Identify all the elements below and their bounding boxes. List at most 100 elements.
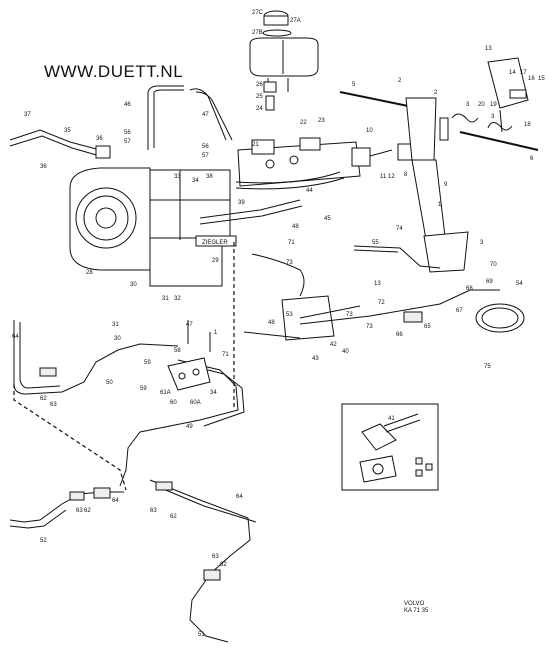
push-rod-linkage [9,129,111,159]
callout-number: 60A [190,400,201,406]
callout-number: 44 [306,188,313,194]
callout-number: 14 [509,70,516,76]
callout-number: 13 [485,46,492,52]
callout-number: 75 [484,364,491,370]
callout-number: 36 [96,136,103,142]
callout-number: 62 [84,508,91,514]
ziegler-nameplate: ZIEGLER [202,240,228,246]
callout-number: 47 [186,322,193,328]
callout-number: 5 [352,82,356,88]
callout-number: 63 [150,508,157,514]
callout-number: 29 [212,258,219,264]
callout-number: 34 [210,390,217,396]
callout-number: 41 [388,416,395,422]
callout-number: 58 [174,348,181,354]
callout-number: 73 [366,324,373,330]
watermark-text: WWW.DUETT.NL [44,62,184,81]
callout-number: 3 [466,102,470,108]
clutch-pedal-assembly [339,57,539,273]
callout-number: 23 [318,118,325,124]
callout-number: 27C [252,10,264,16]
callout-number: 3 [491,114,495,120]
callout-number: 33 [174,174,181,180]
callout-number: 64 [12,334,19,340]
callout-number: 34 [192,178,199,184]
callout-number: 56 [124,130,131,136]
callout-number: 24 [256,106,263,112]
callout-number: 27B [252,30,263,36]
callout-number: 38 [206,174,213,180]
callout-number: 52 [40,538,47,544]
callout-number: 51 [198,632,205,638]
callout-number: 31 [162,296,169,302]
callout-number: 70 [490,262,497,268]
callout-number: 12 [388,174,395,180]
callout-number: 3 [480,240,484,246]
callout-number: 30 [114,336,121,342]
callout-number: 1 [214,330,218,336]
callout-number: 26 [256,82,263,88]
callout-number: 64 [112,498,119,504]
callout-number: 46 [124,102,131,108]
dashed-grouping-line [13,242,235,491]
callout-number: 37 [24,112,31,118]
callout-number: 27A [290,18,301,24]
callout-number: 69 [486,279,493,285]
callout-number: 30 [130,282,137,288]
callout-number: 18 [524,122,531,128]
callout-number: 57 [124,139,131,145]
callout-number: 17 [520,70,527,76]
callout-number: 73 [286,260,293,266]
callout-number: 36 [40,164,47,170]
callout-number: 48 [268,320,275,326]
diagram-stamp: VOLVO KA 71 35 [404,601,428,615]
callout-number: 66 [396,332,403,338]
callout-number: 31 [112,322,119,328]
callout-number: 53 [286,312,293,318]
stamp-line-2: KA 71 35 [404,608,429,614]
callout-number: 57 [202,153,209,159]
callout-number: 62 [170,514,177,520]
callout-number: 43 [312,356,319,362]
callout-number: 8 [404,172,408,178]
callout-number: 39 [238,200,245,206]
callout-number: 49 [186,424,193,430]
callout-number: 63 [76,508,83,514]
callout-number: 32 [174,296,181,302]
fluid-reservoir [249,10,319,111]
callout-labels: 13 14 17 16 15 20 19 3 18 6 2 3 5 2 9 1 … [12,10,545,638]
callout-number: 9 [444,182,448,188]
callout-number: 40 [342,349,349,355]
callout-number: 16 [528,76,535,82]
callout-number: 60 [170,400,177,406]
callout-number: 10 [366,128,373,134]
callout-number: 55 [372,240,379,246]
junction-block [167,320,211,391]
callout-number: 73 [346,312,353,318]
callout-number: 65 [424,324,431,330]
callout-number: 1 [438,202,442,208]
callout-number: 25 [256,94,263,100]
callout-number: 71 [222,352,229,358]
callout-number: 48 [292,224,299,230]
callout-number: 2 [434,90,438,96]
callout-number: 13 [374,281,381,287]
callout-number: 74 [396,226,403,232]
callout-number: 15 [538,76,545,82]
callout-number: 45 [324,216,331,222]
callout-number: 72 [378,300,385,306]
callout-number: 6 [530,156,534,162]
callout-number: 67 [456,308,463,314]
hydraulic-lines [9,85,441,643]
callout-number: 54 [516,281,523,287]
callout-number: 11 [380,174,387,180]
slave-cylinder [243,289,525,341]
inset-detail-box [341,403,439,491]
callout-number: 63 [50,402,57,408]
line-fittings [39,311,423,581]
callout-number: 19 [490,102,497,108]
brake-servo-unit [69,167,237,287]
callout-number: 64 [236,494,243,500]
callout-number: 35 [64,128,71,134]
